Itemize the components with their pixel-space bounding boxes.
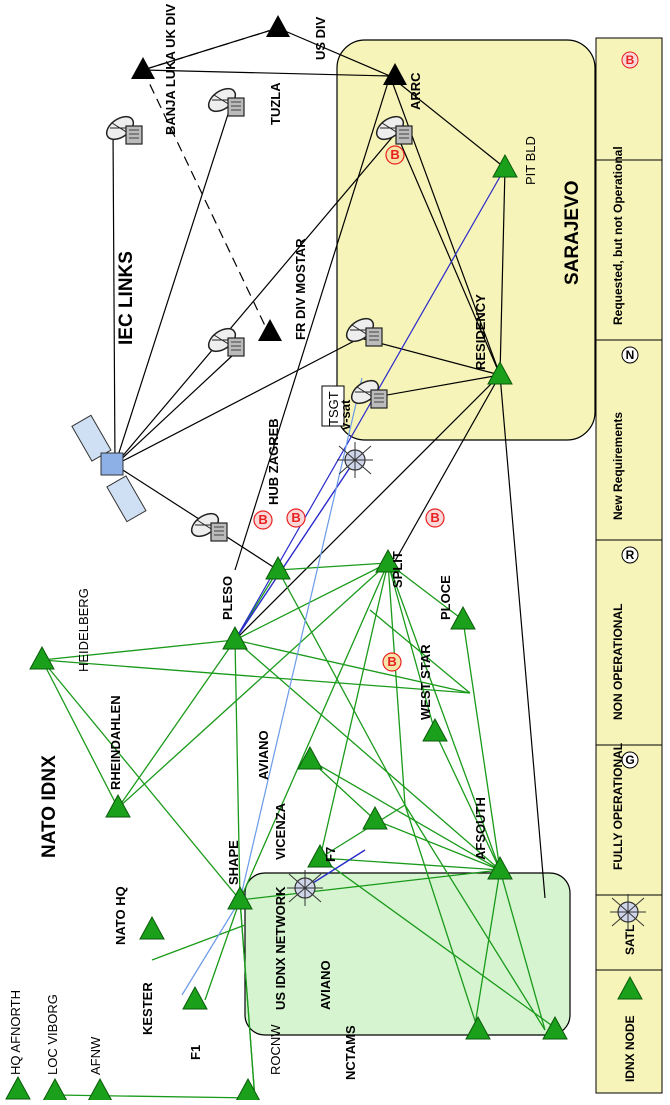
label-fr-div-mostar: FR DIV MOSTAR [293,238,308,340]
label-west-star: WEST STAR [418,644,433,720]
label-kester: KESTER [140,982,155,1035]
label-vicenza: VICENZA [273,802,288,860]
node-afnw [87,1078,113,1102]
node-rocnw [235,1078,261,1102]
label-hq-afnorth: HQ AFNORTH [8,990,23,1075]
label-ploce: PLOCE [438,575,453,620]
badge-b: B [286,508,306,528]
us-idnx-region [244,872,571,1036]
svg-text:B: B [430,510,439,525]
svg-text:B: B [258,512,267,527]
label-heidelberg: HEIDELBERG [76,588,91,672]
label-pit-bld: PIT BLD [523,136,538,185]
badge-b: B [425,508,445,528]
label-f7: F7 [323,847,338,862]
label-rheindahlen: RHEINDAHLEN [108,695,123,790]
legend-fully-operational-code: G [625,753,634,767]
node-rheindahlen [105,794,131,818]
node-kester [182,986,208,1010]
v-sat-icon [336,441,374,479]
node-hub-zagreb-idnx [265,556,291,580]
svg-text:B: B [387,654,396,669]
title-iec-links: IEC LINKS [116,251,137,345]
node-aviano [297,746,323,770]
svg-text:B: B [390,147,399,162]
node-ploce [450,606,476,630]
title-nato-idnx: NATO IDNX [39,755,60,858]
black-node-icon [258,319,282,341]
label-tuzla: TUZLA [268,82,283,125]
node-heidelberg [29,646,55,670]
node-west-star [422,718,448,742]
iec-satellite-icon [71,414,147,523]
tsgt-box [321,385,345,427]
badge-b: B [382,652,402,672]
legend-non-operational: NON OPERATIONAL [611,604,625,720]
label-us-idnx-network: US IDNX NETWORK [273,886,288,1010]
label-aviano-us: AVIANO [318,960,333,1010]
node-pleso [222,626,248,650]
label-f1: F1 [188,1045,203,1060]
badge-b: B [385,145,405,165]
label-rocnw: ROCNW [268,1024,283,1075]
label-us-div: US DIV [313,16,328,60]
legend-non-operational-code: R [626,548,635,562]
svg-text:B: B [291,510,300,525]
badge-b: B [253,510,273,530]
label-shape: SHAPE [226,840,241,885]
iec-dashed-links [142,27,279,333]
label-afsouth: AFSOUTH [473,797,488,860]
black-node-icon [266,15,290,37]
legend-requested-code: B [626,53,635,67]
node-nato-hq [139,916,165,940]
label-pleso: PLESO [220,576,235,620]
label-loc-viborg: LOC VIBORG [45,994,60,1075]
legend-requested: Requested, but not Operational [611,146,625,325]
iec-links [112,27,546,899]
label-split: SPLIT [390,551,405,588]
legend-fully-operational: FULLY OPERATIONAL [611,743,625,870]
legend-new-requirements: New Requirements [611,412,625,520]
label-nato-hq: NATO HQ [113,886,128,945]
dish-icon [186,508,228,542]
label-aviano: AVIANO [256,730,271,780]
label-afnw: AFNW [88,1036,103,1075]
idnx-links [41,562,559,1101]
label-hub-zagreb: HUB ZAGREB [266,418,281,505]
node-hq-afnorth [5,1076,31,1100]
legend-idnx-node: IDNX NODE [623,1015,637,1082]
label-banja-luka-uk-div: BANJA LUKA UK DIV [163,3,178,135]
dish-icon [101,111,143,145]
label-arrc: ARRC [408,72,423,110]
label-v-sat: v-sat [338,399,353,430]
legend-new-requirements-code: N [626,348,635,362]
node-loc-viborg [42,1078,68,1102]
label-residency: RESIDENCY [473,294,488,370]
sarajevo-region [336,39,596,441]
label-nctams: NCTAMS [343,1025,358,1080]
title-sarajevo: SARAJEVO [562,180,583,285]
node-afsouth [487,856,513,880]
tsgt-label: TSGT [326,391,341,426]
dish-icon [203,83,245,117]
legend-satl: SATL [623,925,637,955]
legend: IDNX NODE SATL FULLY OPERATIONAL G NON O… [595,37,663,1094]
